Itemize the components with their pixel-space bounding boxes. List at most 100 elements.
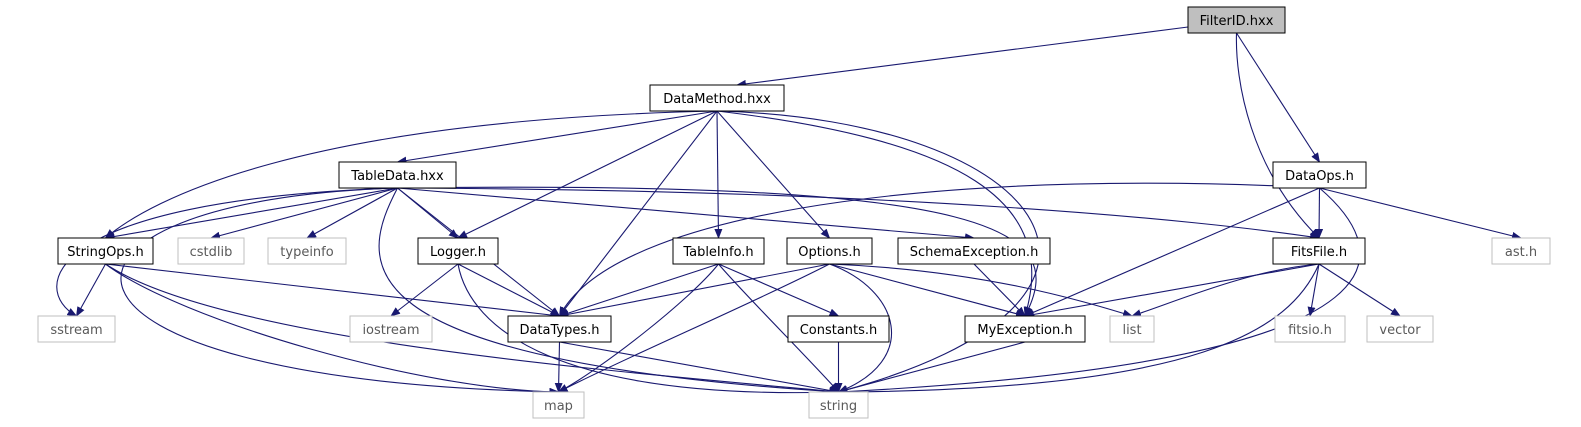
node-label-DataTypes: DataTypes.h	[519, 323, 599, 338]
node-Logger[interactable]: Logger.h	[417, 237, 499, 265]
node-Options[interactable]: Options.h	[786, 237, 873, 265]
edge-TableData-to-map	[120, 187, 560, 396]
node-box-ast	[1491, 237, 1551, 265]
edge-TableData-to-SchemaException	[397, 187, 975, 242]
edge-SchemaException-to-MyException	[973, 263, 1026, 317]
node-box-Options	[786, 237, 873, 265]
edge-StringOps-to-sstream	[76, 263, 106, 317]
node-DataMethod[interactable]: DataMethod.hxx	[649, 84, 785, 112]
edge-TableData-to-MyException	[397, 186, 1037, 317]
edge-TableData-to-string	[378, 187, 840, 396]
edge-FilterID-to-DataMethod	[736, 26, 1189, 88]
node-label-vector: vector	[1379, 323, 1421, 338]
node-box-FitsFile	[1272, 237, 1366, 265]
edge-Options-to-MyException	[829, 263, 1026, 318]
edge-TableData-to-FitsFile	[397, 187, 1320, 241]
edge-Options-to-list	[829, 263, 1133, 318]
node-box-StringOps	[57, 237, 154, 265]
node-MyException[interactable]: MyException.h	[964, 315, 1086, 343]
edge-DataOps-to-ast	[1319, 187, 1522, 240]
node-label-StringOps: StringOps.h	[67, 245, 143, 260]
node-FitsFile[interactable]: FitsFile.h	[1272, 237, 1366, 265]
node-TableInfo[interactable]: TableInfo.h	[672, 237, 765, 265]
node-Constants[interactable]: Constants.h	[787, 315, 890, 343]
node-DataOps[interactable]: DataOps.h	[1272, 161, 1367, 189]
edge-Options-to-DataTypes	[558, 263, 830, 319]
edge-DataOps-to-MyException	[1024, 187, 1320, 317]
node-label-Options: Options.h	[798, 245, 861, 260]
edge-DataOps-to-DataTypes	[559, 182, 1320, 317]
node-box-SchemaException	[897, 237, 1051, 265]
edge-DataMethod-to-StringOps	[104, 110, 718, 239]
node-box-Constants	[787, 315, 890, 343]
node-label-cstdlib: cstdlib	[190, 245, 233, 260]
node-typeinfo: typeinfo	[267, 237, 347, 265]
edge-DataOps-to-FitsFile	[1315, 187, 1324, 239]
node-label-typeinfo: typeinfo	[280, 245, 333, 260]
edge-DataMethod-to-TableData	[396, 110, 718, 165]
node-box-typeinfo	[267, 237, 347, 265]
node-DataTypes[interactable]: DataTypes.h	[507, 315, 612, 343]
node-label-list: list	[1122, 323, 1141, 338]
edge-Options-to-string	[829, 263, 893, 393]
edge-TableInfo-to-string	[718, 263, 840, 393]
node-box-Logger	[417, 237, 499, 265]
node-label-SchemaException: SchemaException.h	[910, 245, 1039, 260]
edge-TableInfo-to-DataTypes	[558, 263, 719, 318]
edge-TableData-to-cstdlib	[210, 187, 398, 240]
edge-Logger-to-string	[457, 263, 840, 397]
edge-StringOps-to-DataTypes	[105, 263, 561, 319]
nodes-layer: FilterID.hxxDataMethod.hxxDataOps.hTable…	[37, 6, 1551, 419]
edge-FitsFile-to-MyException	[1024, 263, 1320, 319]
edge-Logger-to-DataTypes	[457, 263, 561, 317]
node-box-MyException	[964, 315, 1086, 343]
edge-TableData-to-StringOps	[104, 187, 398, 241]
node-fitsio: fitsio.h	[1274, 315, 1346, 343]
node-box-DataOps	[1272, 161, 1367, 189]
node-label-FitsFile: FitsFile.h	[1291, 245, 1347, 260]
node-box-sstream	[37, 315, 116, 343]
node-FilterID[interactable]: FilterID.hxx	[1187, 6, 1286, 34]
edge-FilterID-to-FitsFile	[1235, 32, 1320, 239]
node-label-TableData: TableData.hxx	[350, 169, 444, 184]
edge-FitsFile-to-string	[837, 263, 1320, 396]
node-label-TableInfo: TableInfo.h	[682, 245, 753, 260]
node-label-FilterID: FilterID.hxx	[1200, 14, 1274, 29]
node-box-cstdlib	[177, 237, 245, 265]
node-cstdlib: cstdlib	[177, 237, 245, 265]
edge-Logger-to-iostream	[390, 263, 459, 317]
node-box-DataMethod	[649, 84, 785, 112]
node-box-TableData	[338, 161, 457, 189]
node-TableData[interactable]: TableData.hxx	[338, 161, 457, 189]
node-label-Logger: Logger.h	[430, 245, 486, 260]
edge-Options-to-map	[557, 263, 830, 393]
node-label-map: map	[544, 399, 573, 414]
edge-FilterID-to-DataOps	[1236, 32, 1321, 163]
node-string: string	[808, 391, 869, 419]
edge-DataMethod-to-Options	[716, 110, 831, 239]
edge-TableData-to-typeinfo	[306, 187, 398, 239]
node-box-fitsio	[1274, 315, 1346, 343]
node-box-iostream	[349, 315, 433, 343]
edge-DataTypes-to-map	[554, 341, 563, 393]
node-box-string	[808, 391, 869, 419]
node-box-map	[532, 391, 585, 419]
edge-FitsFile-to-list	[1131, 263, 1320, 317]
node-box-list	[1109, 315, 1155, 343]
node-label-Constants: Constants.h	[800, 323, 878, 338]
node-sstream: sstream	[37, 315, 116, 343]
node-StringOps[interactable]: StringOps.h	[57, 237, 154, 265]
edge-TableInfo-to-Constants	[718, 263, 840, 317]
edge-DataMethod-to-TableInfo	[714, 110, 723, 239]
node-label-string: string	[820, 399, 857, 414]
edge-StringOps-to-map	[105, 263, 560, 396]
node-label-sstream: sstream	[50, 323, 102, 338]
edge-StringOps-to-string	[105, 263, 840, 396]
edge-DataMethod-to-Logger	[457, 110, 718, 239]
node-box-TableInfo	[672, 237, 765, 265]
node-SchemaException[interactable]: SchemaException.h	[897, 237, 1051, 265]
edge-TableInfo-to-map	[557, 263, 719, 393]
node-label-ast: ast.h	[1505, 245, 1537, 260]
edge-DataTypes-to-string	[559, 341, 840, 395]
